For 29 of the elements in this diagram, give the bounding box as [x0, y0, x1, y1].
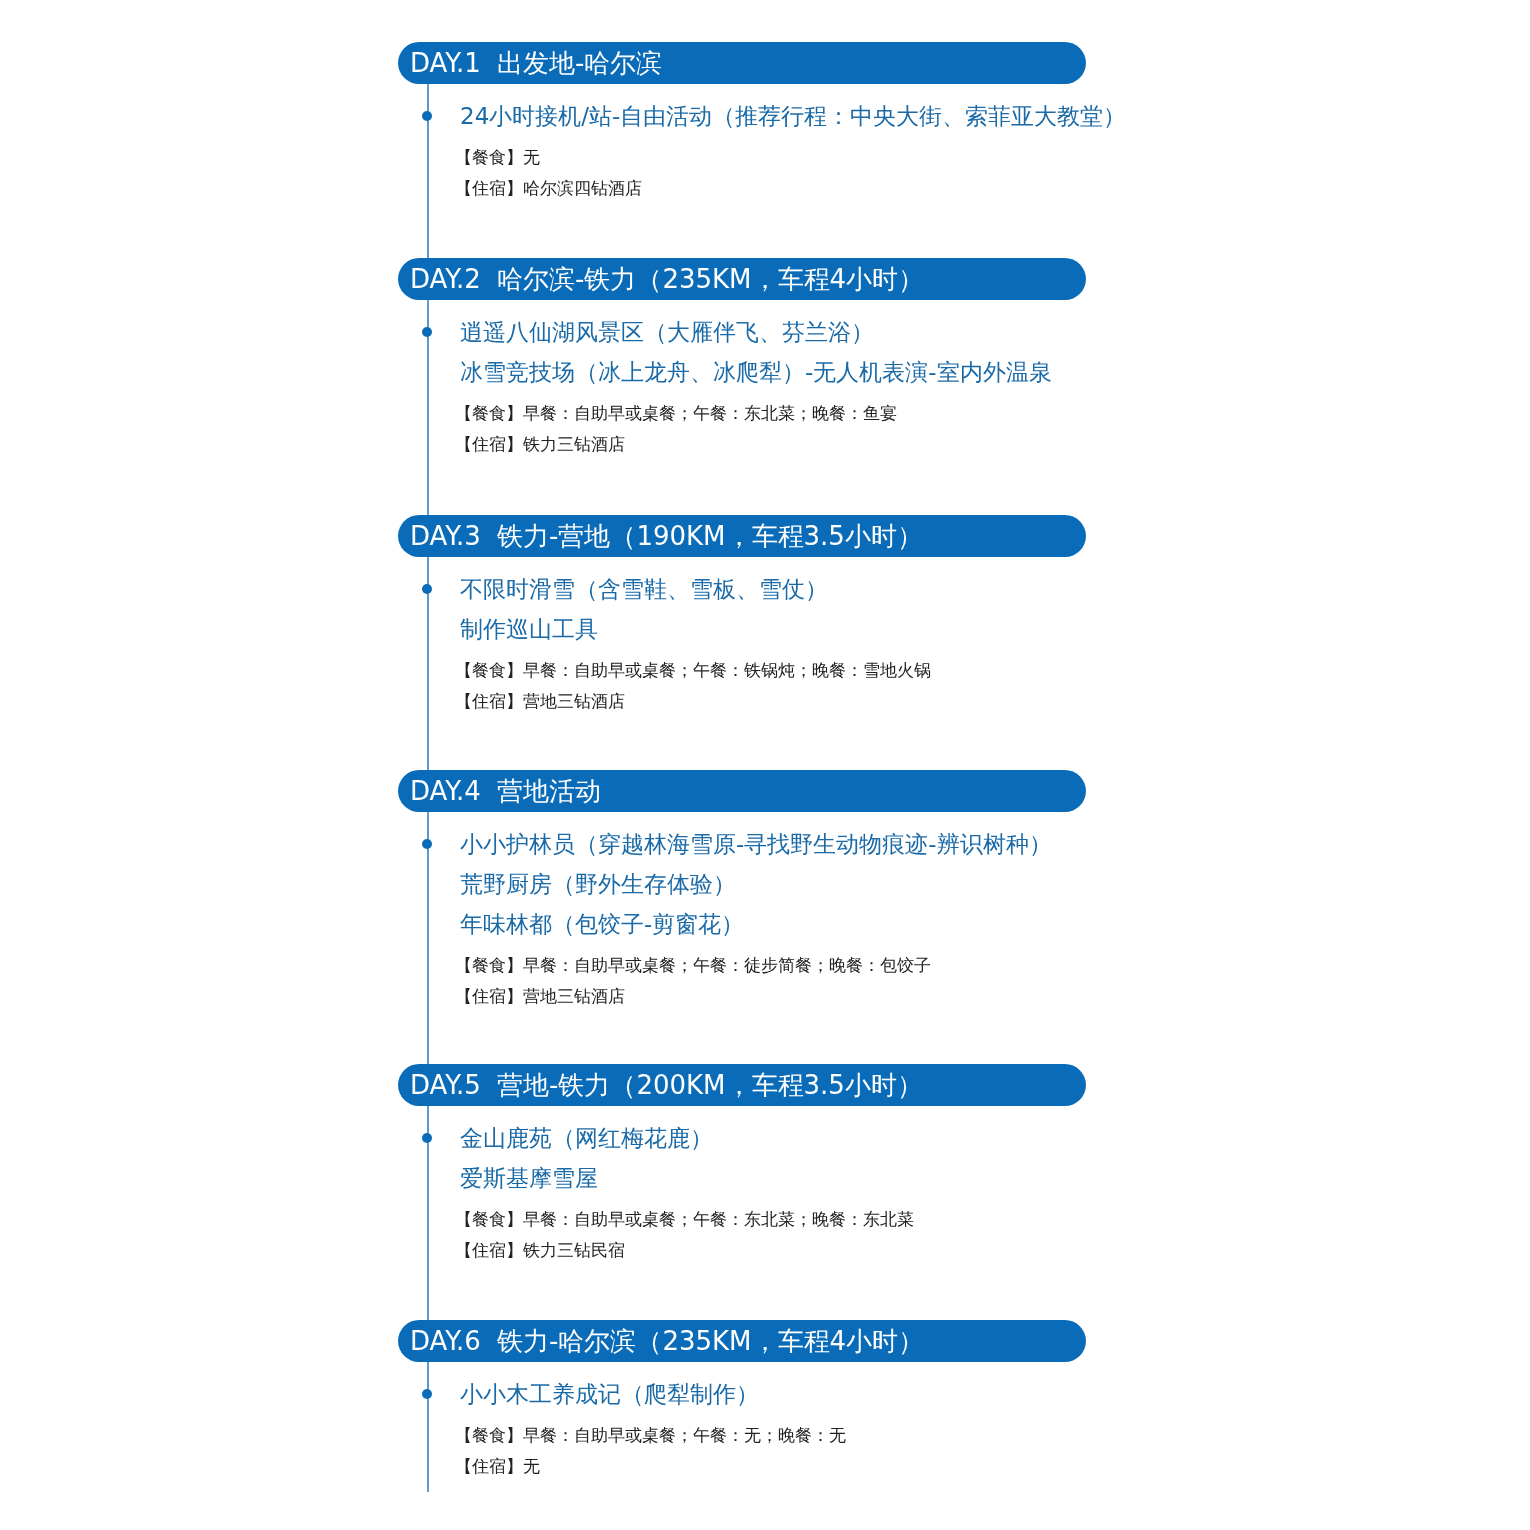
day-header-band: DAY.2 哈尔滨-铁力（235KM，车程4小时）	[398, 258, 1086, 300]
activity-text: 爱斯基摩雪屋	[460, 1164, 598, 1193]
lodging-text: 【住宿】无	[455, 1455, 540, 1478]
meal-text: 【餐食】早餐：自助早或桌餐；午餐：铁锅炖；晚餐：雪地火锅	[455, 659, 931, 682]
activity-text: 年味林都（包饺子-剪窗花）	[460, 910, 745, 939]
activity-text: 小小护林员（穿越林海雪原-寻找野生动物痕迹-辨识树种）	[460, 830, 1052, 859]
meal-text: 【餐食】无	[455, 146, 540, 169]
day-header-band: DAY.5 营地-铁力（200KM，车程3.5小时）	[398, 1064, 1086, 1106]
activity-text: 小小木工养成记（爬犁制作）	[460, 1380, 759, 1409]
day-header-band: DAY.6 铁力-哈尔滨（235KM，车程4小时）	[398, 1320, 1086, 1362]
lodging-text: 【住宿】营地三钻酒店	[455, 690, 625, 713]
activity-text: 不限时滑雪（含雪鞋、雪板、雪仗）	[460, 575, 828, 604]
day-header-band: DAY.4 营地活动	[398, 770, 1086, 812]
lodging-text: 【住宿】铁力三钻酒店	[455, 433, 625, 456]
lodging-text: 【住宿】哈尔滨四钻酒店	[455, 177, 642, 200]
activity-text: 制作巡山工具	[460, 615, 598, 644]
meal-text: 【餐食】早餐：自助早或桌餐；午餐：徒步简餐；晚餐：包饺子	[455, 954, 931, 977]
activity-text: 冰雪竞技场（冰上龙舟、冰爬犁）-无人机表演-室内外温泉	[460, 358, 1052, 387]
activity-text: 逍遥八仙湖风景区（大雁伴飞、芬兰浴）	[460, 318, 874, 347]
meal-text: 【餐食】早餐：自助早或桌餐；午餐：东北菜；晚餐：东北菜	[455, 1208, 914, 1231]
activity-text: 24小时接机/站-自由活动（推荐行程：中央大街、索菲亚大教堂）	[460, 102, 1127, 131]
day-header-band: DAY.3 铁力-营地（190KM，车程3.5小时）	[398, 515, 1086, 557]
lodging-text: 【住宿】营地三钻酒店	[455, 985, 625, 1008]
lodging-text: 【住宿】铁力三钻民宿	[455, 1239, 625, 1262]
meal-text: 【餐食】早餐：自助早或桌餐；午餐：无；晚餐：无	[455, 1424, 846, 1447]
activity-text: 金山鹿苑（网红梅花鹿）	[460, 1124, 713, 1153]
day-header-band: DAY.1 出发地-哈尔滨	[398, 42, 1086, 84]
activity-text: 荒野厨房（野外生存体验）	[460, 870, 736, 899]
meal-text: 【餐食】早餐：自助早或桌餐；午餐：东北菜；晚餐：鱼宴	[455, 402, 897, 425]
